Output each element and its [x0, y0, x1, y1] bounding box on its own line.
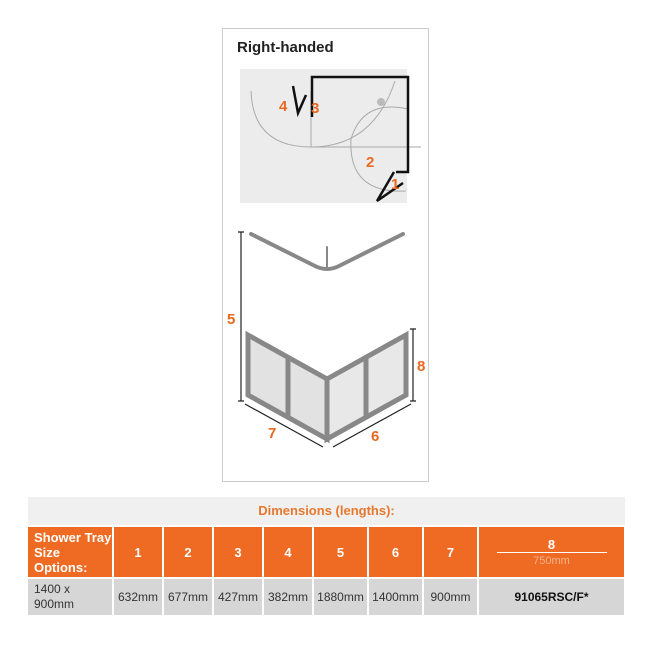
cell: 382mm [264, 579, 312, 615]
dimensions-table: Dimensions (lengths): Shower Tray Size O… [28, 497, 625, 615]
label-4: 4 [279, 98, 288, 115]
col-header: 7 [424, 527, 477, 577]
cell: 900mm [424, 579, 477, 615]
shower-diagram: 4 3 2 1 5 8 7 6 [227, 69, 425, 448]
dimension-6-7-lines [244, 403, 412, 448]
plan-view-bg [240, 69, 407, 203]
col-header: 6 [369, 527, 422, 577]
enclosure-outline [291, 75, 410, 203]
col-header-8-label: 8 [547, 537, 556, 552]
cell: 1400mm [369, 579, 422, 615]
table-header-row: Shower Tray Size Options: 1 2 3 4 5 6 7 … [28, 527, 625, 577]
col-header: 2 [164, 527, 212, 577]
cell: 632mm [114, 579, 162, 615]
door-swing-arcs [250, 80, 421, 192]
cell: 1880mm [314, 579, 367, 615]
col-header: 5 [314, 527, 367, 577]
label-1: 1 [391, 176, 399, 193]
col-header-8-sub: 750mm [496, 552, 607, 567]
curtain-rail [249, 232, 405, 271]
col-header-tray: Shower Tray Size Options: [28, 527, 112, 577]
shower-head-icon [377, 98, 385, 106]
col-header-8: 8 750mm [479, 527, 624, 577]
table-header: Dimensions (lengths): [28, 497, 625, 525]
label-7: 7 [268, 425, 276, 442]
diagram-title: Right-handed [237, 39, 334, 56]
col-header: 3 [214, 527, 262, 577]
product-code: 91065RSC/F* [479, 579, 624, 615]
cell: 1400 x 900mm [28, 579, 112, 615]
col-header: 4 [264, 527, 312, 577]
label-3: 3 [311, 100, 319, 117]
label-2: 2 [366, 154, 374, 171]
diagram-panel: Right-handed 4 3 2 1 5 8 [222, 28, 429, 482]
cell: 427mm [214, 579, 262, 615]
label-8: 8 [417, 358, 425, 375]
table-row: 1400 x 900mm 632mm 677mm 427mm 382mm 188… [28, 579, 625, 615]
cell: 677mm [164, 579, 212, 615]
label-5: 5 [227, 311, 235, 328]
col-header: 1 [114, 527, 162, 577]
dimension-8-line [410, 328, 416, 402]
half-height-screens [245, 330, 409, 444]
label-6: 6 [371, 428, 379, 445]
dimension-5-line [238, 231, 244, 402]
